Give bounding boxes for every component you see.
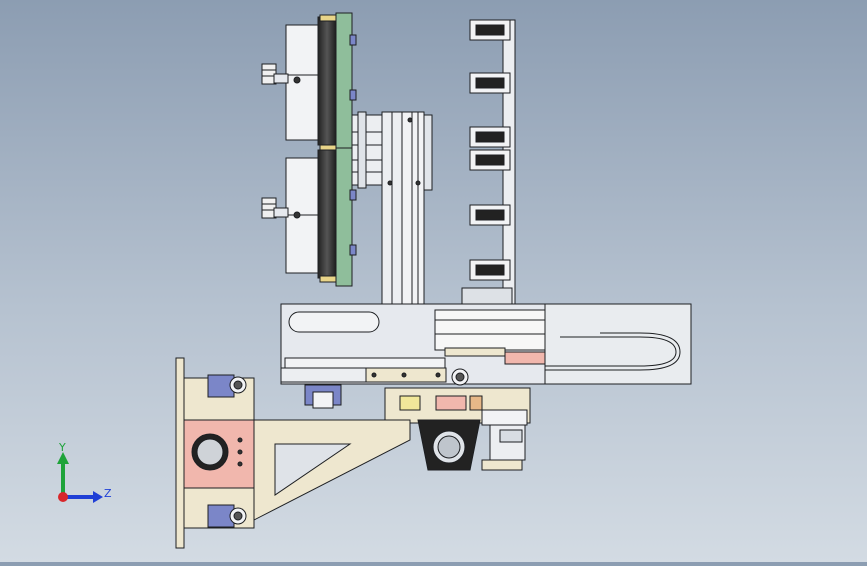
coordinate-triad xyxy=(57,452,103,503)
gripper-block-lower xyxy=(285,147,357,287)
y-axis-label: Y xyxy=(59,441,66,454)
lower-right-assembly xyxy=(417,409,528,471)
vertical-slide xyxy=(381,111,433,368)
mounting-bracket xyxy=(175,357,411,549)
guide-rods xyxy=(351,111,385,189)
air-fitting-lower xyxy=(261,197,301,219)
z-axis-label: Z xyxy=(104,487,112,500)
z-axis-arrowhead xyxy=(93,491,103,503)
x-axis-dot xyxy=(58,492,68,502)
magazine-rail xyxy=(461,19,516,306)
air-fitting-upper xyxy=(261,63,301,85)
lower-carriage xyxy=(280,367,531,424)
y-axis-arrowhead xyxy=(57,452,69,464)
